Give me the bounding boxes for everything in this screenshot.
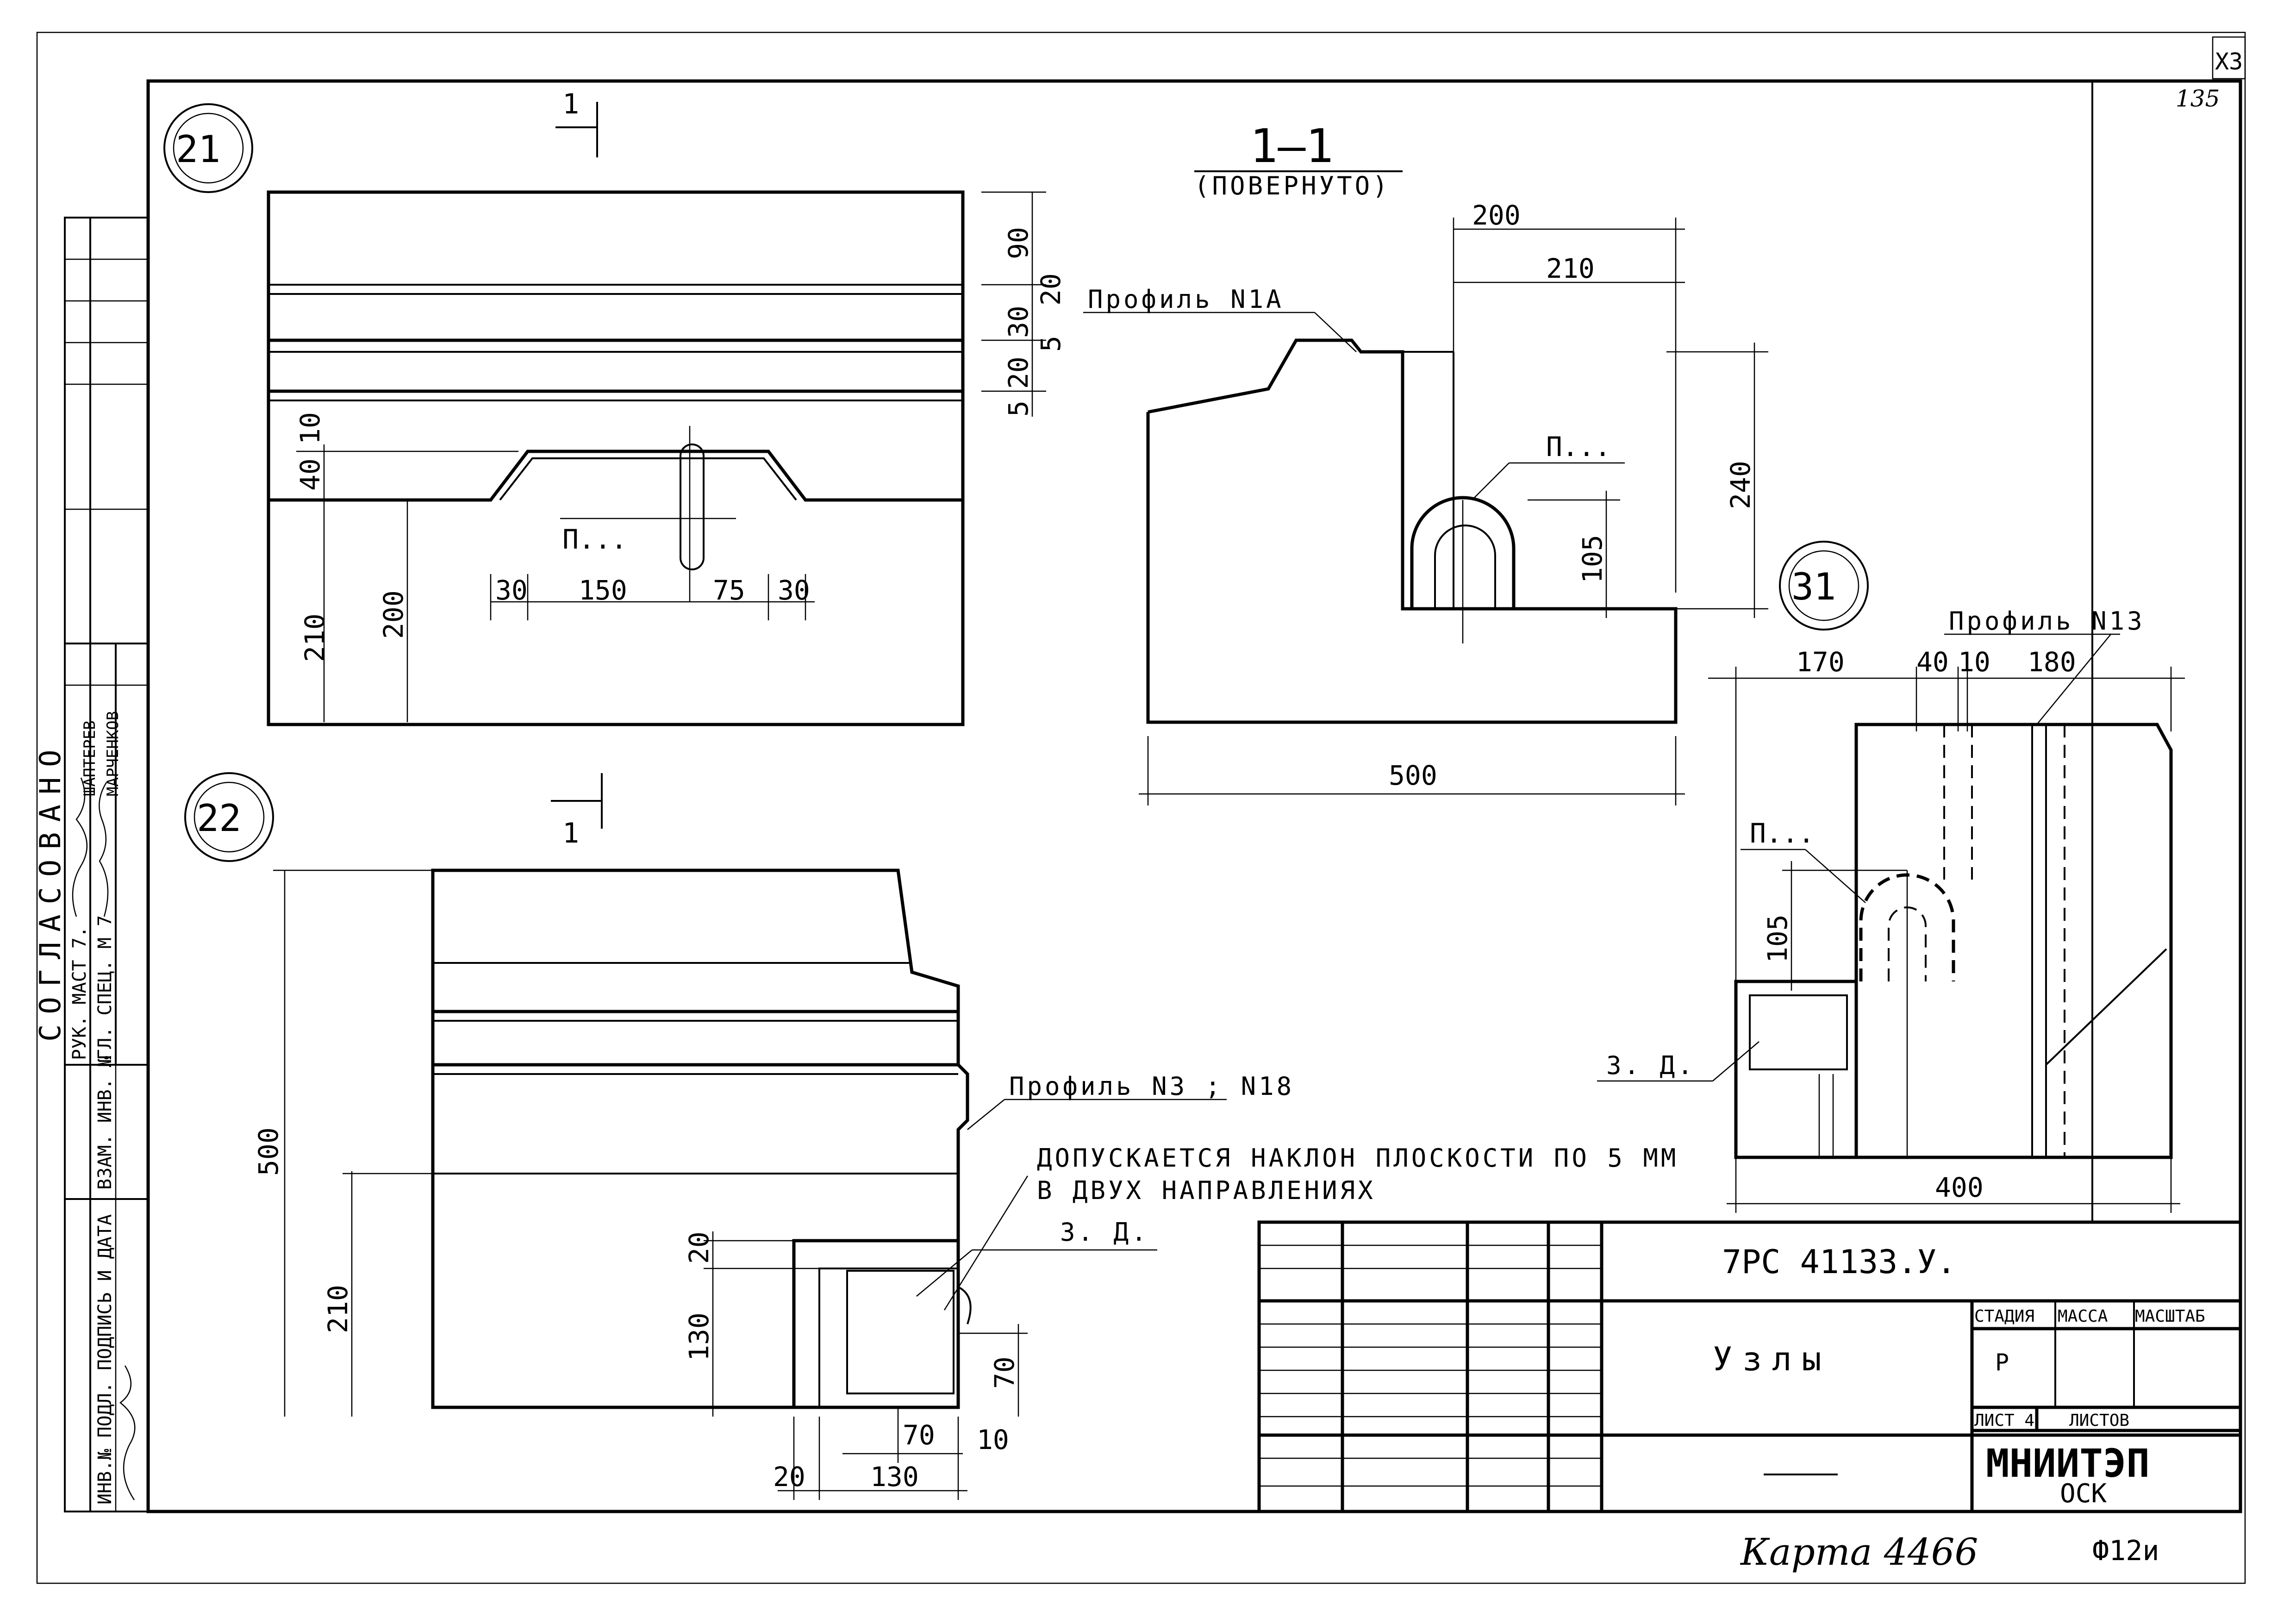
dim-s240: 240 xyxy=(1725,461,1756,509)
node-31-zd: З. Д. xyxy=(1606,1051,1696,1080)
node-31-callout: П... xyxy=(1750,818,1815,849)
sheets-label: ЛИСТОВ xyxy=(2069,1411,2129,1430)
dim-n22-70r: 70 xyxy=(989,1356,1020,1389)
stamp-role-1: РУК. МАСТ 7. xyxy=(69,926,90,1060)
dim-40: 40 xyxy=(294,458,326,491)
title-block: 7РС 41133.У. Узлы СТАДИЯ МАССА МАСШТАБ Р… xyxy=(1257,1220,2242,1513)
stage-header: СТАДИЯ xyxy=(1974,1307,2034,1326)
dim-20: 20 xyxy=(1035,273,1067,306)
inv-orig-label: ИНВ.№ ПОДЛ. xyxy=(94,1382,116,1505)
page-number: 135 xyxy=(2176,85,2220,112)
node-31: 31 Профиль N13 П... З. Д. 170 40 10 xyxy=(1597,541,2185,1213)
doc-code: 7РС 41133.У. xyxy=(1722,1243,1956,1281)
dim-n22-70b: 70 xyxy=(903,1419,935,1451)
node-31-hatch xyxy=(1749,994,1848,1070)
dim-s210: 210 xyxy=(1546,253,1595,284)
dim-90: 90 xyxy=(1003,227,1034,259)
node-22: 22 1 Профиль N3 ; N18 ДОПУСКАЕТСЯ НАКЛОН… xyxy=(184,772,1678,1500)
dim-n31-180: 180 xyxy=(2028,646,2076,678)
dim-n31-105: 105 xyxy=(1762,914,1793,963)
dim-n31-40: 40 xyxy=(1916,646,1949,678)
dim-5a: 5 xyxy=(1035,336,1067,352)
format-label: Ф12и xyxy=(2092,1535,2159,1567)
dim-n22-130b: 130 xyxy=(870,1461,919,1493)
dim-n31-400: 400 xyxy=(1935,1172,1984,1203)
node-22-id: 22 xyxy=(197,797,241,840)
dim-200: 200 xyxy=(378,590,409,639)
side-stamp: СОГЛАСОВАНО РУК. МАСТ 7. ГЛ. СПЕЦ. М 7 Ш… xyxy=(33,217,149,1512)
dim-5b: 5 xyxy=(1003,400,1034,417)
dim-n22-130: 130 xyxy=(683,1312,715,1361)
signature-1 xyxy=(72,777,88,917)
dim-n22-10: 10 xyxy=(977,1424,1009,1455)
scale-header: МАСШТАБ xyxy=(2135,1307,2205,1326)
node-21-callout: П... xyxy=(562,524,627,555)
signature-3 xyxy=(119,1365,136,1500)
dim-s105: 105 xyxy=(1577,535,1608,583)
stage-value: Р xyxy=(1995,1349,2009,1376)
node-22-note-1: ДОПУСКАЕТСЯ НАКЛОН ПЛОСКОСТИ ПО 5 ММ xyxy=(1037,1143,1678,1173)
sign-date-label: ПОДПИСЬ И ДАТА xyxy=(94,1214,116,1370)
dim-n31-10: 10 xyxy=(1958,646,1990,678)
node-21-id: 21 xyxy=(176,128,220,171)
node-21: 21 1 П... 90 20 30 5 20 5 40 10 2 xyxy=(163,88,1067,726)
node-31-profile: Профиль N13 xyxy=(1949,606,2145,636)
node-22-cut-mark: 1 xyxy=(562,817,579,849)
dim-30: 30 xyxy=(1003,306,1034,338)
dim-20b: 20 xyxy=(1003,356,1034,389)
section-title: 1—1 xyxy=(1250,119,1334,173)
node-22-note-2: В ДВУХ НАПРАВЛЕНИЯХ xyxy=(1037,1176,1376,1205)
section-profile-label: Профиль N1А xyxy=(1088,285,1284,314)
node-22-profile: Профиль N3 ; N18 xyxy=(1009,1072,1294,1101)
dim-n22-20b: 20 xyxy=(773,1461,805,1493)
dim-210: 210 xyxy=(299,613,331,662)
stamp-name-1: ШАПТЕРЕВ xyxy=(81,720,99,796)
organization: МНИИТЭП xyxy=(1986,1441,2150,1486)
signature-2 xyxy=(99,782,109,917)
dim-b150: 150 xyxy=(579,575,627,606)
node-22-hatch xyxy=(846,1270,955,1394)
section-callout: П... xyxy=(1546,431,1611,462)
stamp-role-2: ГЛ. СПЕЦ. М 7 xyxy=(94,915,116,1060)
section-1-1: 1—1 (ПОВЕРНУТО) Профиль N1А П... 200 210… xyxy=(1083,119,1768,806)
section-subtitle: (ПОВЕРНУТО) xyxy=(1194,171,1391,200)
inv-replace-label: ВЗАМ. ИНВ. № xyxy=(94,1056,116,1190)
dim-b30a: 30 xyxy=(495,575,528,606)
dim-n22-500: 500 xyxy=(253,1127,284,1176)
dim-n22-210: 210 xyxy=(322,1285,354,1333)
sheet-title: Узлы xyxy=(1713,1340,1832,1378)
dim-10: 10 xyxy=(294,412,326,444)
dim-b30b: 30 xyxy=(778,575,810,606)
dim-n22-20: 20 xyxy=(683,1231,715,1264)
node-21-cut-mark: 1 xyxy=(562,88,579,120)
stamp-name-2: МАРЧЕНКОВ xyxy=(104,711,122,796)
dim-n31-170: 170 xyxy=(1796,646,1845,678)
agreed-label: СОГЛАСОВАНО xyxy=(33,739,67,1042)
mass-header: МАССА xyxy=(2058,1307,2108,1326)
sheet-label: ЛИСТ 4 xyxy=(1974,1411,2034,1430)
sheet-frame xyxy=(36,31,2246,1584)
node-31-id: 31 xyxy=(1791,565,1836,608)
dim-s500: 500 xyxy=(1389,760,1437,791)
dim-s200: 200 xyxy=(1472,200,1521,231)
department: ОСК xyxy=(2060,1479,2107,1509)
node-22-zd: З. Д. xyxy=(1060,1218,1149,1247)
dim-b75: 75 xyxy=(713,575,745,606)
corner-mark: Х3 xyxy=(2215,48,2243,75)
card-note: Карта 4466 xyxy=(1740,1530,1978,1574)
